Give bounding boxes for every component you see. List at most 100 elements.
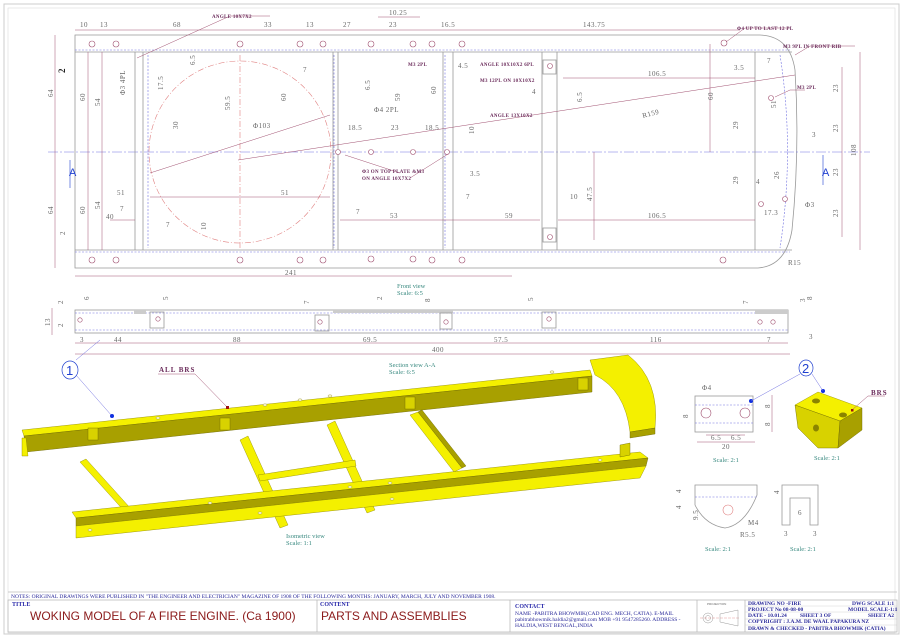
dim-label: 23 <box>391 124 399 132</box>
isometric-frame-view: 1 ALL BRS Section view A-A Scale: 6:5 Is… <box>21 339 656 547</box>
top-dimensions: 10 13 68 33 13 27 23 16.5 10.25 143.75 <box>80 9 605 29</box>
dim-label: 33 <box>264 21 272 29</box>
dim-label: 30 <box>172 121 180 129</box>
dim-label: 6.5 <box>364 80 372 90</box>
dim-label: Φ3 <box>805 201 815 209</box>
dim-label: 13 <box>44 318 52 326</box>
dim-label: 13 <box>100 21 108 29</box>
contact-line-3: HALDIA,WEST BENGAL,INDIA <box>515 623 593 629</box>
dim-label: 17.5 <box>157 76 165 90</box>
dim-label: 5 <box>162 296 170 300</box>
callout-on-angle: ON ANGLE 10X7X2 <box>362 177 411 182</box>
dim-label: 51 <box>117 189 125 197</box>
dim-label: 143.75 <box>583 21 605 29</box>
dim-label: 3 <box>799 298 807 302</box>
dim-label: 16.5 <box>441 21 455 29</box>
dim-label: 7 <box>120 205 124 213</box>
dim-label: 10 <box>200 222 208 230</box>
dim-label: Φ4 2PL <box>374 106 399 114</box>
dim-label: 4 <box>532 88 536 96</box>
dim-label: 6 <box>798 509 802 517</box>
dim-label: 3 <box>813 530 817 538</box>
dim-label: 10 <box>468 126 476 134</box>
copyright: COPYRIGHT : J.A.M. DE WAAL PAPAKURA NZ <box>748 619 869 625</box>
frame-outline <box>74 34 798 269</box>
dim-label: 7 <box>303 66 307 74</box>
detail-top-view <box>694 395 754 433</box>
callout-angle-10x10x2: ANGLE 10X10X2 6PL <box>480 63 534 68</box>
inner-dimensions: Φ3 4PL 17.5 6.5 30 59.5 60 Φ103 7 6.5 59… <box>106 55 858 277</box>
dim-label: 7 <box>303 300 311 304</box>
dim-label: 4.5 <box>458 62 468 70</box>
top-plan-view: ANGLE 10X7X2 Φ4 UP TO LAST 12 PL M3 9PL … <box>47 9 870 277</box>
callout-m3-front-rib: M3 9PL IN FRONT RIB <box>783 45 842 50</box>
dim-label: 18.5 <box>348 124 362 132</box>
front-rail-lower <box>75 465 647 539</box>
sheet-size: SHEET A2 <box>868 613 894 619</box>
callout-m3-12pl: M3 12PL ON 10X10X2 <box>480 79 535 84</box>
balloon-2 <box>798 359 814 377</box>
dim-label: 60 <box>79 206 87 214</box>
cross-member-4 <box>409 411 463 473</box>
dim-label: 106.5 <box>648 212 666 220</box>
material-label-all-brs: ALL BRS <box>159 366 195 374</box>
callout-angle-13x10x2: ANGLE 13X10X2 <box>490 114 533 119</box>
callout-m3-2pl-right: M3 2PL <box>797 86 817 91</box>
cross-member-1 <box>79 458 133 514</box>
dim-label: 3 <box>809 333 813 341</box>
contact-label: CONTACT <box>515 604 545 610</box>
dim-label: 8 <box>806 296 814 300</box>
dim-label: 9.5 <box>692 510 700 520</box>
dim-label: R15 <box>788 259 801 267</box>
dim-label: 23 <box>832 209 840 217</box>
back-rail-face <box>23 375 593 453</box>
dim-label: 51 <box>770 100 778 108</box>
phi103-circle <box>148 60 332 244</box>
front-rail-outline <box>74 309 789 334</box>
dim-label: 6.5 <box>731 434 741 442</box>
dim-label: 40 <box>106 213 114 221</box>
projection-label: PROJECTION <box>707 602 726 606</box>
dim-label: 23 <box>832 168 840 176</box>
section-marker-a-left: A <box>69 167 77 179</box>
dim-label: 7 <box>767 57 771 65</box>
dim-label: 18.5 <box>425 124 439 132</box>
front-rail-face <box>75 457 649 527</box>
dim-label: 8 <box>764 404 772 408</box>
dim-label: 10.25 <box>389 9 407 17</box>
dim-label: 400 <box>432 346 444 354</box>
dim-label: 10 <box>80 21 88 29</box>
callout-angle-10x7x2: ANGLE 10X7X2 <box>212 15 252 20</box>
title-block: NOTES: ORIGINAL DRAWINGS WERE PUBLISHED … <box>7 591 898 633</box>
dim-label: R5.5 <box>740 531 755 539</box>
dim-label: 4 <box>756 178 760 186</box>
isometric-view-title: Isometric view <box>286 533 325 540</box>
dim-label: 7 <box>767 336 771 344</box>
dim-label: 23 <box>832 84 840 92</box>
dim-label: 4 <box>675 489 683 493</box>
dim-label: 64 <box>47 206 55 214</box>
dim-label: M4 <box>748 519 759 527</box>
dim-label: 17.3 <box>764 209 778 217</box>
dim-label: 2 <box>57 323 65 327</box>
dim-label: 60 <box>280 93 288 101</box>
dim-label: R159 <box>641 108 660 120</box>
iso-holes <box>87 370 603 532</box>
dim-label: 88 <box>233 336 241 344</box>
detail-side-view <box>781 484 819 526</box>
dim-label: 8 <box>424 298 432 302</box>
front-view-title: Front view <box>397 283 426 290</box>
notes-text: NOTES: ORIGINAL DRAWINGS WERE PUBLISHED … <box>11 594 496 600</box>
inner-border <box>7 7 896 634</box>
detail-scale-2: Scale: 2:1 <box>814 455 840 462</box>
dim-label: 6.5 <box>189 55 197 65</box>
title-label: TITLE <box>12 602 30 608</box>
dim-label: 6.5 <box>711 434 721 442</box>
dim-label: 241 <box>285 269 297 277</box>
content-value: PARTS AND ASSEMBLIES <box>321 609 467 623</box>
sheet-mark: 2 <box>57 68 67 73</box>
dim-label: 26 <box>773 171 781 179</box>
dim-label: 3.5 <box>470 170 480 178</box>
callout-phi4-holes: Φ4 UP TO LAST 12 PL <box>737 27 794 32</box>
